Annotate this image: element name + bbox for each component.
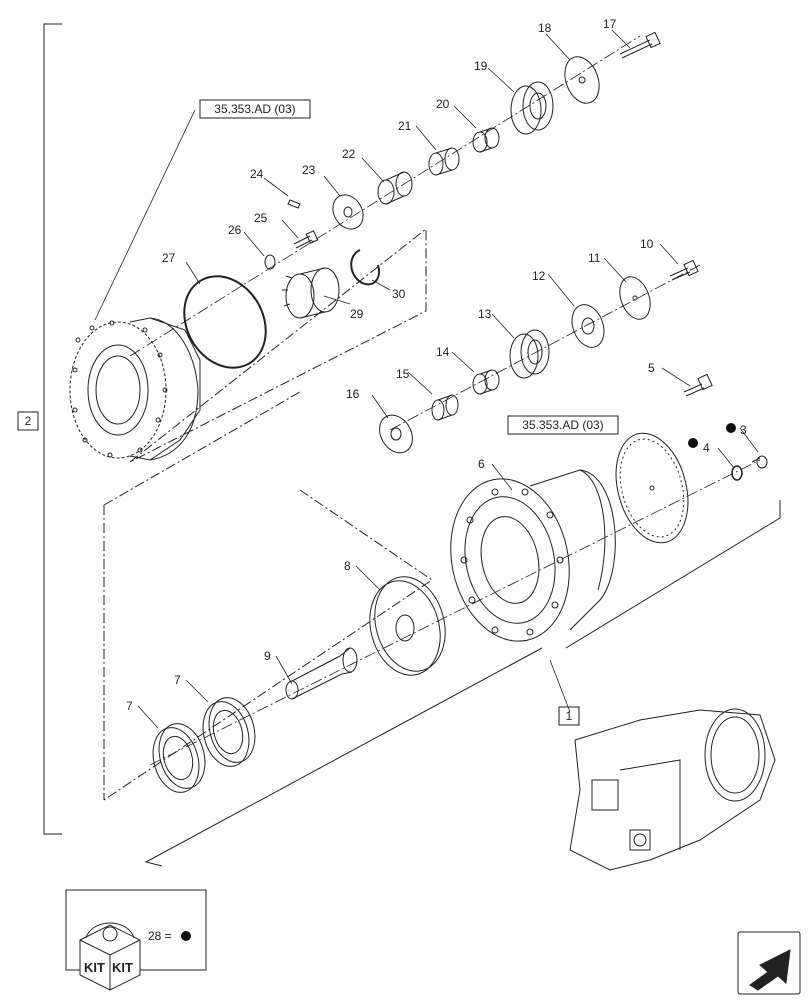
callout-24: 24	[250, 167, 264, 181]
callout-7a: 7	[126, 699, 133, 713]
callout-23: 23	[302, 163, 316, 177]
group-label-1: 1	[566, 709, 573, 723]
boundary-line	[144, 500, 781, 867]
callout-13: 13	[478, 307, 492, 321]
callout-4: 4	[703, 441, 710, 455]
group-label-2: 2	[25, 414, 32, 428]
washer-26	[264, 254, 276, 270]
callout-9: 9	[264, 649, 271, 663]
sleeve-22	[377, 171, 413, 205]
gear-13	[509, 329, 550, 379]
filled-circle-icon	[688, 438, 698, 448]
callout-5: 5	[648, 361, 655, 375]
o-ring-4	[731, 465, 743, 481]
o-ring-27	[183, 275, 267, 369]
gear-19	[510, 81, 554, 135]
callout-14: 14	[436, 345, 450, 359]
cover-plate	[615, 432, 689, 544]
plate-11	[619, 276, 651, 320]
callout-11: 11	[588, 251, 601, 265]
hub-6	[450, 469, 616, 642]
pin-24	[287, 199, 301, 209]
final-drive-assembly-1	[569, 708, 776, 871]
callout-17: 17	[603, 17, 617, 31]
kit-legend-text: 28 =	[148, 929, 172, 943]
bearing-7a	[152, 723, 206, 793]
filled-circle-icon	[726, 423, 736, 433]
filled-circle-icon	[181, 931, 191, 941]
thrust-washer-16	[379, 414, 413, 454]
washer-12	[571, 304, 605, 348]
callout-6: 6	[478, 457, 485, 471]
spacer-20	[472, 127, 500, 153]
bearing-7b	[202, 697, 256, 767]
thrust-washer-23	[332, 194, 364, 230]
group-box-1	[558, 706, 580, 726]
ref-box-middle	[507, 415, 619, 435]
disc-8	[369, 576, 446, 676]
callout-16: 16	[346, 387, 360, 401]
assembly-2-bracket	[43, 23, 62, 835]
callout-19: 19	[474, 59, 488, 73]
ref-box-top	[199, 99, 311, 119]
callout-21: 21	[398, 119, 412, 133]
shaft-9	[285, 647, 358, 700]
snap-ring-30	[350, 249, 380, 286]
bolt-25	[293, 230, 319, 249]
callout-20: 20	[436, 97, 450, 111]
kit-legend	[65, 889, 207, 991]
callout-27: 27	[162, 251, 176, 265]
callout-leaders	[94, 29, 759, 729]
ref-label-middle[interactable]: 35.353.AD (03)	[522, 418, 603, 432]
next-page-arrow-icon[interactable]	[737, 931, 801, 995]
callout-30: 30	[392, 287, 406, 301]
callout-10: 10	[640, 237, 654, 251]
planet-gear-29	[282, 267, 340, 319]
plate-18	[564, 56, 600, 104]
group-box-2	[17, 411, 39, 431]
bolt-17	[619, 31, 661, 59]
needle-bearing-21	[428, 147, 460, 176]
callout-3: 3	[740, 423, 747, 437]
callout-25: 25	[254, 211, 268, 225]
needle-bearing-15	[431, 394, 459, 421]
callout-18: 18	[538, 21, 552, 35]
group-outline	[103, 227, 433, 801]
kit-badge-right: KIT	[112, 960, 133, 975]
callout-8: 8	[344, 559, 351, 573]
callout-29: 29	[350, 307, 364, 321]
axis-lines	[129, 35, 761, 766]
callout-22: 22	[342, 147, 356, 161]
spacer-14	[472, 369, 500, 395]
callout-15: 15	[396, 367, 410, 381]
bolt-5	[683, 373, 713, 397]
bolt-10	[669, 259, 699, 281]
ref-label-top[interactable]: 35.353.AD (03)	[214, 102, 295, 116]
kit-badge-left: KIT	[84, 960, 105, 975]
callout-12: 12	[532, 269, 546, 283]
callout-7b: 7	[174, 673, 181, 687]
plug-3	[751, 455, 768, 469]
drive-housing	[69, 317, 201, 461]
callout-26: 26	[228, 223, 242, 237]
